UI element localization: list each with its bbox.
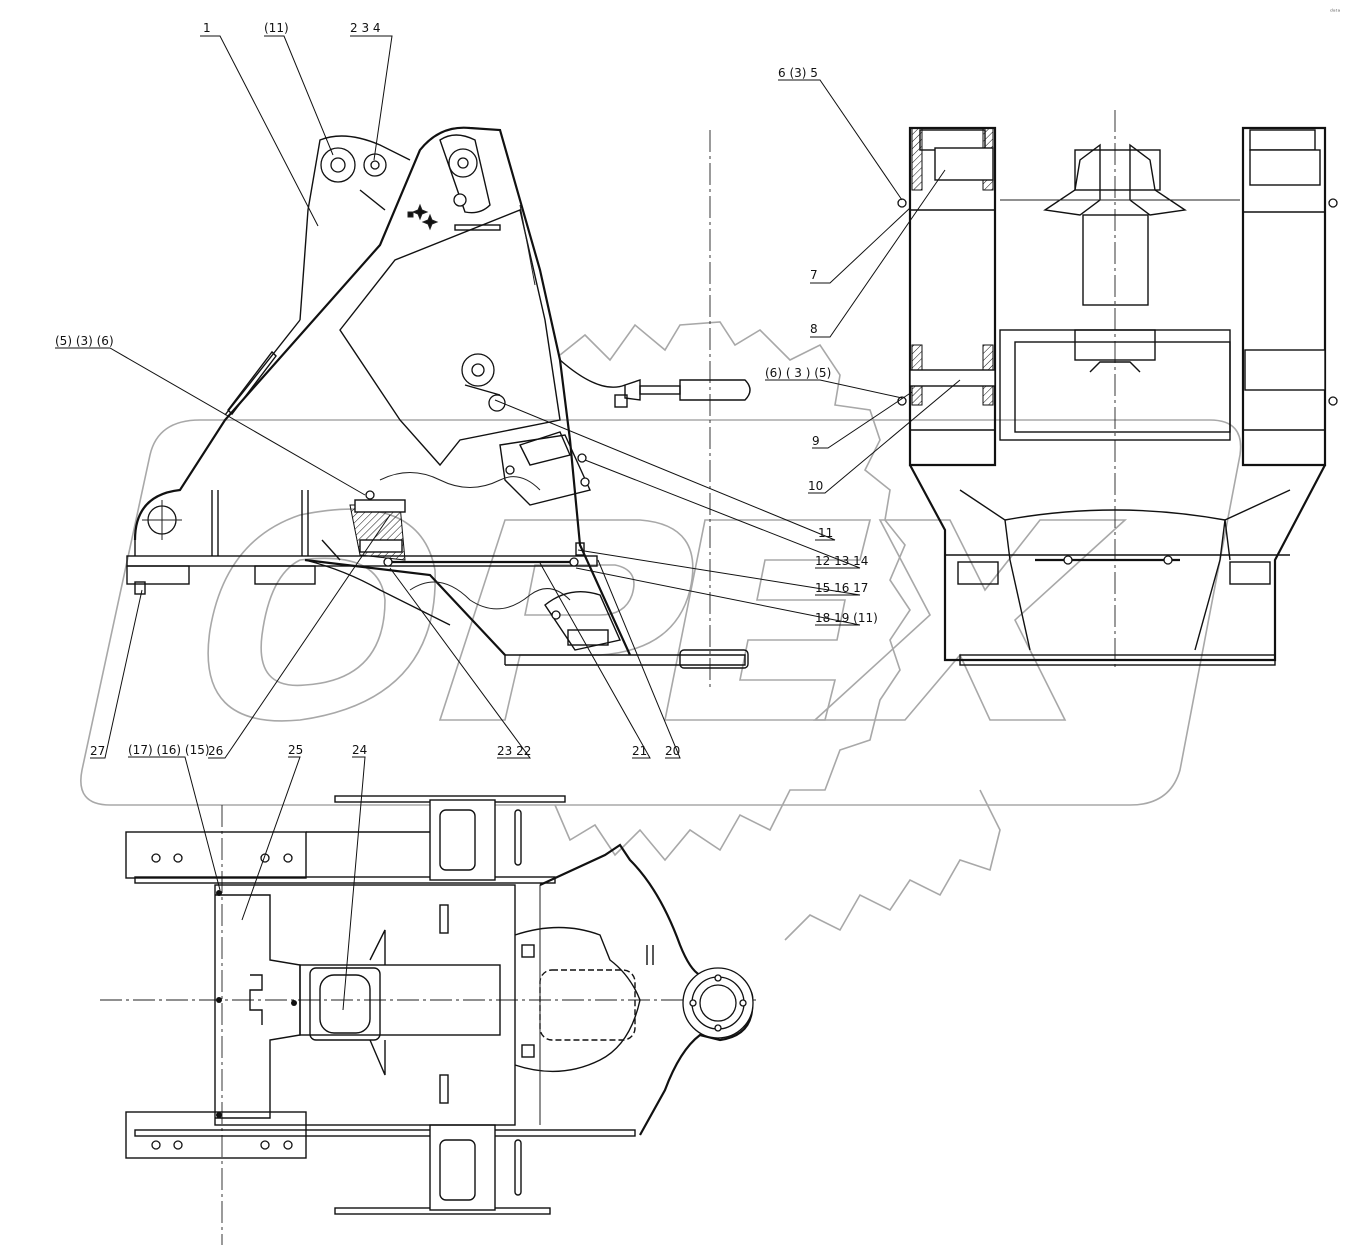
callout-6-3-5: 6 (3) 5 <box>778 66 818 80</box>
callout-26: 26 <box>208 744 223 758</box>
callout-27: 27 <box>90 744 105 758</box>
callout-labels: 1 (11) 2 3 4 6 (3) 5 (5) (3) (6) 7 8 (6)… <box>55 8 1341 758</box>
alignment-marks <box>407 203 439 231</box>
front-view <box>897 126 1338 666</box>
callout-6-3-5-lower: (6) ( 3 ) (5) <box>765 366 831 380</box>
callout-1: 1 <box>203 21 211 35</box>
callout-15-16-17: 15 16 17 <box>815 581 868 595</box>
callout-8: 8 <box>810 322 818 336</box>
leader-lines <box>55 35 961 1011</box>
callout-12-13-14: 12 13 14 <box>815 554 868 568</box>
watermark-logo <box>80 321 1242 941</box>
watermark-gear-right <box>784 789 1001 941</box>
center-lines <box>100 110 1116 1245</box>
watermark-letter-o <box>207 508 436 722</box>
watermark-letter-p <box>438 519 694 721</box>
callout-24: 24 <box>352 743 367 757</box>
callout-5-3-6: (5) (3) (6) <box>55 334 114 348</box>
callout-17-16-15: (17) (16) (15) <box>128 743 210 757</box>
watermark-gear-outline <box>554 321 911 862</box>
callout-9: 9 <box>812 434 820 448</box>
watermark-letter-x <box>812 519 1128 721</box>
break-line-upper <box>379 472 541 491</box>
callout-18-19-11: 18 19 (11) <box>815 611 878 625</box>
side-view <box>126 126 751 669</box>
callout-11-paren: (11) <box>264 21 289 35</box>
callout-20: 20 <box>665 744 680 758</box>
callout-2-3-4: 2 3 4 <box>350 21 381 35</box>
callout-23-22: 23 22 <box>497 744 531 758</box>
corner-mark: ᵈᵃᵗᵃ <box>1330 8 1341 16</box>
callout-21: 21 <box>632 744 647 758</box>
break-line-lower <box>409 581 571 610</box>
callout-25: 25 <box>288 743 303 757</box>
plan-view <box>125 795 754 1215</box>
main-frame-outline <box>133 126 632 656</box>
callout-7: 7 <box>810 268 818 282</box>
callout-11: 11 <box>818 526 833 540</box>
watermark-frame <box>80 419 1242 806</box>
callout-10: 10 <box>808 479 823 493</box>
